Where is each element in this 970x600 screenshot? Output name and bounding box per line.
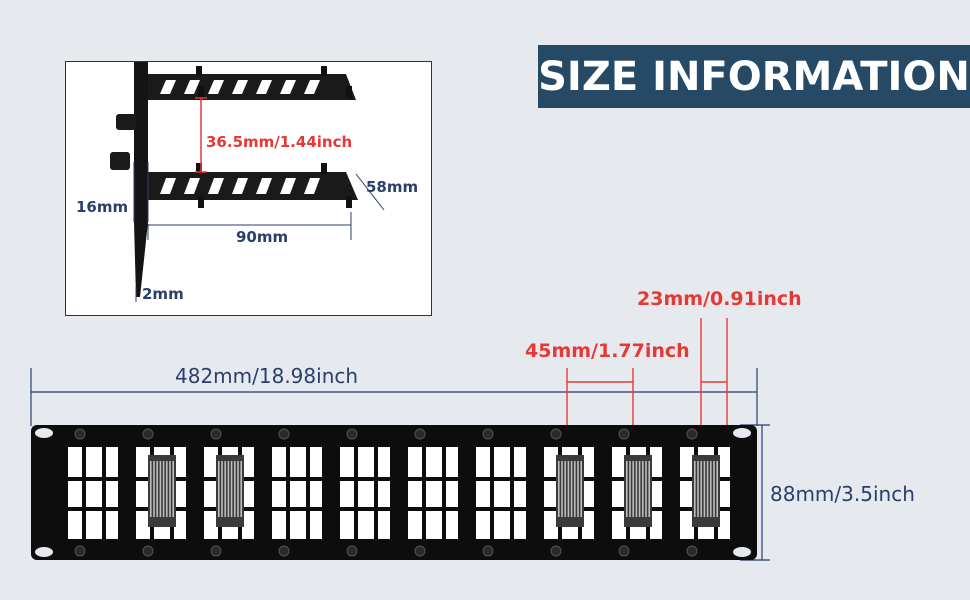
upper-post xyxy=(346,86,352,98)
panel-height-label: 88mm/3.5inch xyxy=(770,482,915,506)
lower-post xyxy=(196,163,202,174)
keystone-slot xyxy=(544,428,594,557)
bracket-detail-inset: 36.5mm/1.44inch 58mm 16mm 90mm 2mm xyxy=(65,61,432,316)
keystone-slot xyxy=(612,428,662,557)
keystone-slot xyxy=(476,428,526,557)
length-label: 90mm xyxy=(236,228,288,246)
lower-post xyxy=(346,196,352,208)
slot-width-label: 23mm/0.91inch xyxy=(637,288,802,310)
mounting-rail xyxy=(134,62,148,222)
upper-post xyxy=(196,66,202,76)
slot-pitch-label: 45mm/1.77inch xyxy=(525,340,690,362)
upper-post xyxy=(321,66,327,76)
upper-shelf-vents xyxy=(160,80,320,94)
rail-tip xyxy=(134,222,148,297)
keystone-slot xyxy=(204,428,254,557)
shelf-gap-label: 36.5mm/1.44inch xyxy=(206,133,352,151)
lower-post xyxy=(321,163,327,174)
bracket-diagram: 36.5mm/1.44inch 58mm 16mm 90mm 2mm xyxy=(76,62,418,303)
lower-shelf-vents xyxy=(160,178,320,194)
mount-hole xyxy=(35,547,53,557)
thickness-label: 2mm xyxy=(142,285,184,303)
patch-panel-diagram: 482mm/18.98inch 88mm/3.5inch 45mm/1.77in… xyxy=(30,288,915,561)
depth-dimension-line xyxy=(355,173,385,211)
thumb-screw-upper xyxy=(116,114,136,130)
mount-hole xyxy=(733,428,751,438)
depth-label: 58mm xyxy=(366,178,418,196)
keystone-slot xyxy=(68,428,118,557)
lower-post xyxy=(198,196,204,208)
page-title: SIZE INFORMATION xyxy=(538,53,970,100)
keystone-slot xyxy=(680,428,730,557)
keystone-slot xyxy=(408,428,458,557)
flange-label: 16mm xyxy=(76,198,128,216)
panel-width-label: 482mm/18.98inch xyxy=(175,364,358,388)
upper-post xyxy=(198,86,204,98)
mount-hole xyxy=(35,428,53,438)
keystone-slot xyxy=(136,428,186,557)
thumb-screw-lower xyxy=(110,152,130,170)
upper-shelf xyxy=(148,74,356,100)
keystone-slot xyxy=(340,428,390,557)
size-information-banner: SIZE INFORMATION xyxy=(538,45,970,108)
mount-hole xyxy=(733,547,751,557)
lower-shelf xyxy=(148,172,358,200)
keystone-slot xyxy=(272,428,322,557)
